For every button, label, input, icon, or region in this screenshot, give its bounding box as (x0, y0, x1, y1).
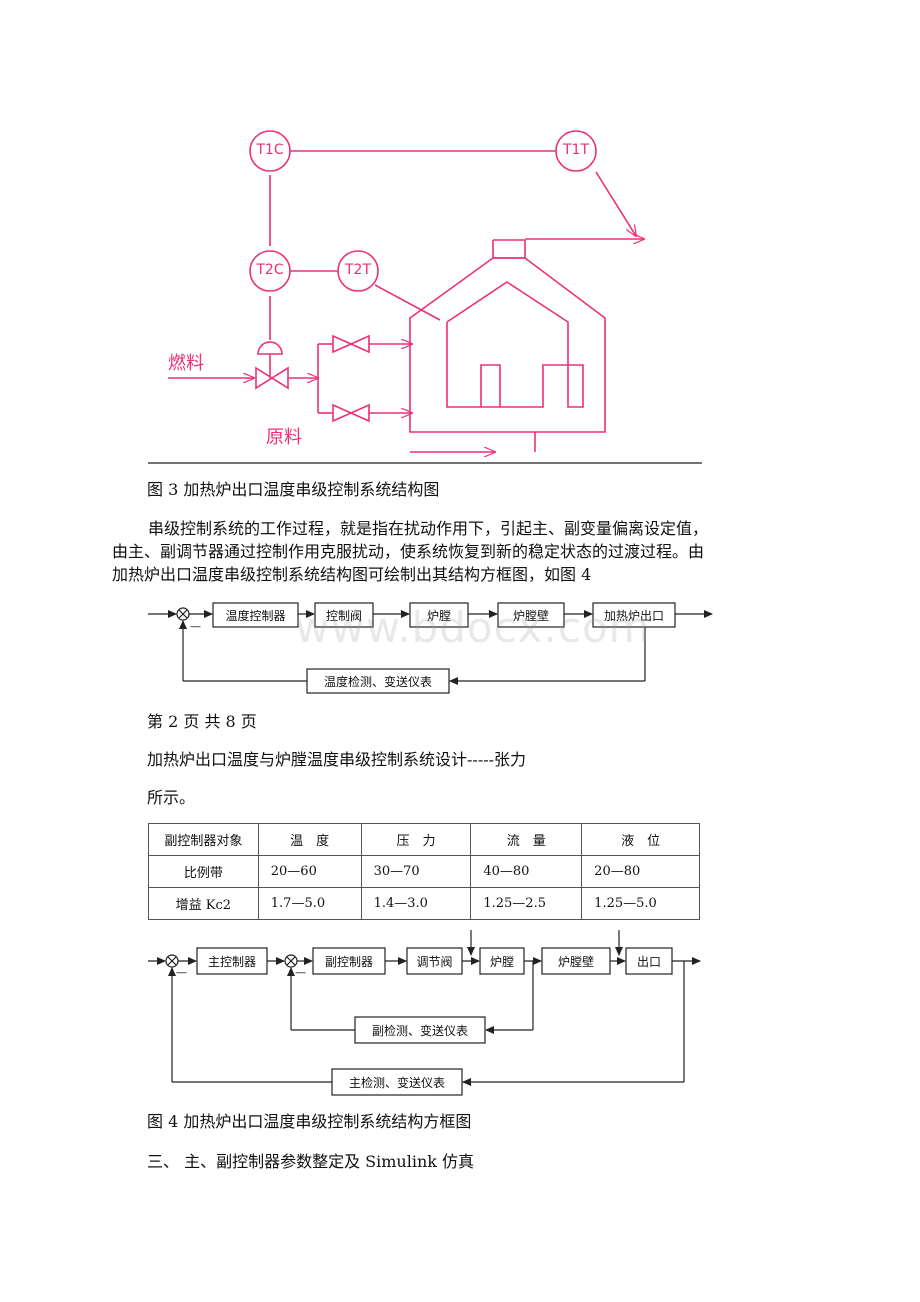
block-furnace: 炉膛 (426, 609, 451, 623)
table-header: 副控制器对象 (148, 823, 259, 856)
block-furnace: 炉膛 (489, 955, 514, 969)
table-cell: 1.7—5.0 (257, 887, 362, 920)
page-footer: 第 2 页 共 8 页 (147, 712, 257, 731)
table-cell: 20—60 (257, 855, 362, 888)
paragraph-line-2: 由主、副调节器通过控制作用克服扰动，使系统恢复到新的稳定状态的过渡过程。由 (112, 542, 705, 561)
minus-sign: — (176, 966, 187, 979)
block-main-sensor: 主检测、变送仪表 (348, 1076, 445, 1090)
table-row: 比例带 20—60 30—70 40—80 20—80 (148, 855, 700, 888)
table-cell: 30—70 (360, 855, 472, 888)
doc-title: 加热炉出口温度与炉膛温度串级控制系统设计-----张力 (147, 750, 527, 769)
figure4-caption: 图 4 加热炉出口温度串级控制系统结构方框图 (147, 1112, 472, 1131)
block-regulating-valve: 调节阀 (416, 955, 453, 969)
block-furnace-outlet: 加热炉出口 (603, 609, 664, 623)
block-feedback-sensor: 温度检测、变送仪表 (323, 675, 432, 689)
lower-valve-icon (332, 403, 370, 423)
paragraph-line-3: 加热炉出口温度串级控制系统结构图可绘制出其结构方框图，如图 4 (112, 565, 592, 584)
fuel-label: 燃料 (168, 353, 204, 374)
control-valve-icon (255, 341, 289, 390)
block-furnace-wall: 炉膛壁 (557, 955, 594, 969)
paragraph-line-1: 串级控制系统的工作过程，就是指在扰动作用下，引起主、副变量偏离设定值， (148, 519, 709, 538)
section-heading: 三、 主、副控制器参数整定及 Simulink 仿真 (147, 1152, 475, 1171)
parameter-table: 副控制器对象 温 度 压 力 流 量 液 位 比例带 20—60 30—70 4… (148, 823, 700, 920)
minus-sign: — (295, 966, 306, 979)
block-control-valve: 控制阀 (325, 609, 362, 623)
table-cell: 1.25—5.0 (581, 887, 700, 920)
table-cell: 20—80 (581, 855, 700, 888)
instrument-t1t: T1T (562, 142, 589, 158)
block-main-controller: 主控制器 (207, 955, 256, 969)
table-cell: 增益 Kc2 (148, 887, 259, 920)
instrument-t1c: T1C (256, 142, 284, 158)
table-header: 压 力 (360, 823, 472, 856)
body-paragraph: 串级控制系统的工作过程，就是指在扰动作用下，引起主、副变量偏离设定值， 由主、副… (112, 517, 812, 586)
figure3-process-diagram (148, 130, 702, 464)
table-header: 液 位 (581, 823, 700, 856)
figure3-caption: 图 3 加热炉出口温度串级控制系统结构图 (147, 480, 440, 499)
block-secondary-sensor: 副检测、变送仪表 (371, 1024, 468, 1038)
block-outlet: 出口 (636, 955, 661, 969)
table-header-row: 副控制器对象 温 度 压 力 流 量 液 位 (148, 823, 700, 856)
table-cell: 1.25—2.5 (470, 887, 583, 920)
table-header: 流 量 (470, 823, 583, 856)
table-cell: 40—80 (470, 855, 583, 888)
instrument-t2t: T2T (344, 262, 371, 278)
table-header: 温 度 (257, 823, 362, 856)
continuation-text: 所示。 (147, 788, 196, 807)
block-furnace-wall: 炉膛壁 (512, 609, 549, 623)
upper-valve-icon (332, 334, 370, 354)
table-cell: 1.4—3.0 (360, 887, 472, 920)
raw-material-label: 原料 (266, 427, 302, 448)
block-temp-controller: 温度控制器 (225, 609, 286, 623)
minus-sign: — (190, 620, 201, 633)
cascade-block-diagram (148, 930, 701, 1096)
single-loop-block-diagram (148, 602, 713, 694)
block-secondary-controller: 副控制器 (324, 955, 373, 969)
table-row: 增益 Kc2 1.7—5.0 1.4—3.0 1.25—2.5 1.25—5.0 (148, 887, 700, 920)
table-cell: 比例带 (148, 855, 259, 888)
watermark: www.bdocx.com (295, 603, 651, 652)
instrument-t2c: T2C (256, 262, 284, 278)
